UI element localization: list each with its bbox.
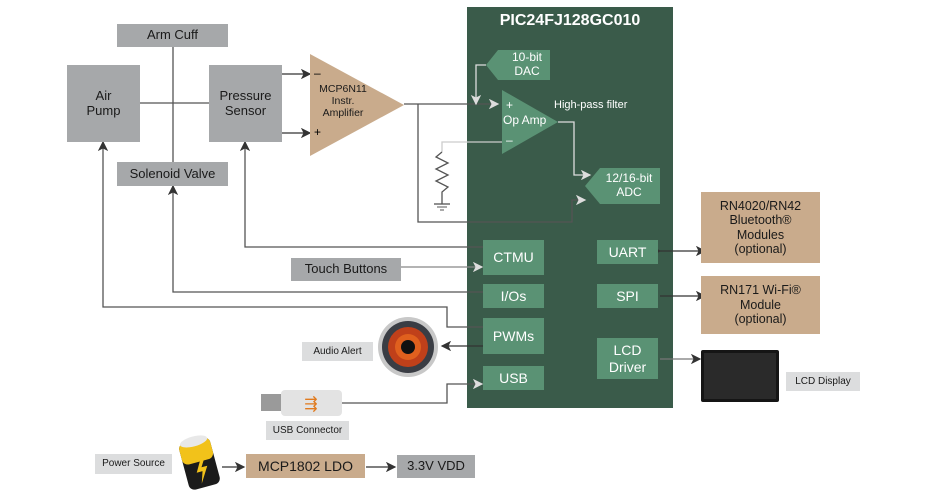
inamp-minus-label: –	[314, 66, 321, 80]
audio-alert-label: Audio Alert	[302, 342, 373, 361]
opamp-minus-label: –	[506, 133, 513, 147]
solenoid-valve-box: Solenoid Valve	[117, 162, 228, 186]
ios-block: I/Os	[483, 284, 544, 308]
ctmu-block: CTMU	[483, 240, 544, 275]
dac-wire	[470, 64, 486, 106]
opamp-shape	[502, 90, 558, 154]
pwms-block: PWMs	[483, 318, 544, 354]
resistor-icon	[434, 151, 450, 204]
inamp-shape	[310, 54, 404, 156]
inamp-to-adc-wire	[417, 104, 587, 223]
hpf-label: High-pass filter	[554, 99, 628, 111]
svg-text:⇶: ⇶	[304, 394, 317, 413]
usb-stick-icon: ⇶	[261, 390, 342, 416]
spi-block: SPI	[597, 284, 658, 308]
usb-wire	[342, 378, 484, 404]
arm-cuff-box: Arm Cuff	[117, 24, 228, 47]
ctmu-sensor-wire	[239, 140, 483, 248]
ldo-box: MCP1802 LDO	[246, 454, 365, 478]
touch-buttons-box: Touch Buttons	[291, 258, 401, 281]
opamp-out-wire	[558, 121, 592, 181]
usb-connector-label: USB Connector	[266, 421, 349, 440]
power-source-label: Power Source	[95, 454, 172, 474]
vdd-box: 3.3V VDD	[397, 455, 475, 478]
dac-shape	[486, 50, 550, 80]
lcd-driver-block: LCD Driver	[597, 338, 658, 379]
mcu-title: PIC24FJ128GC010	[499, 12, 641, 29]
uart-block: UART	[597, 240, 658, 264]
inamp-plus-label: +	[314, 125, 322, 139]
adc-shape	[585, 168, 660, 204]
bluetooth-module-box: RN4020/RN42 Bluetooth® Modules (optional…	[701, 192, 820, 263]
pressure-sensor-box: Pressure Sensor	[209, 65, 282, 142]
lcd-display-label: LCD Display	[786, 372, 860, 391]
adc-label: 12/16-bit ADC	[605, 171, 653, 199]
opamp-label: Op Amp	[503, 113, 547, 127]
battery-icon	[179, 435, 220, 490]
inamp-label: MCP6N11 Instr. Amplifier	[319, 83, 367, 120]
speaker-icon	[378, 317, 438, 377]
usb-block: USB	[483, 366, 544, 390]
opamp-plus-label: +	[506, 98, 514, 112]
air-pump-box: Air Pump	[67, 65, 140, 142]
feedback-wire	[441, 141, 502, 152]
dac-label: 10-bit DAC	[511, 50, 543, 78]
io-valve-wire	[167, 184, 483, 293]
wifi-module-box: RN171 Wi-Fi® Module (optional)	[701, 276, 820, 334]
pwm-pump-wire	[97, 140, 483, 328]
